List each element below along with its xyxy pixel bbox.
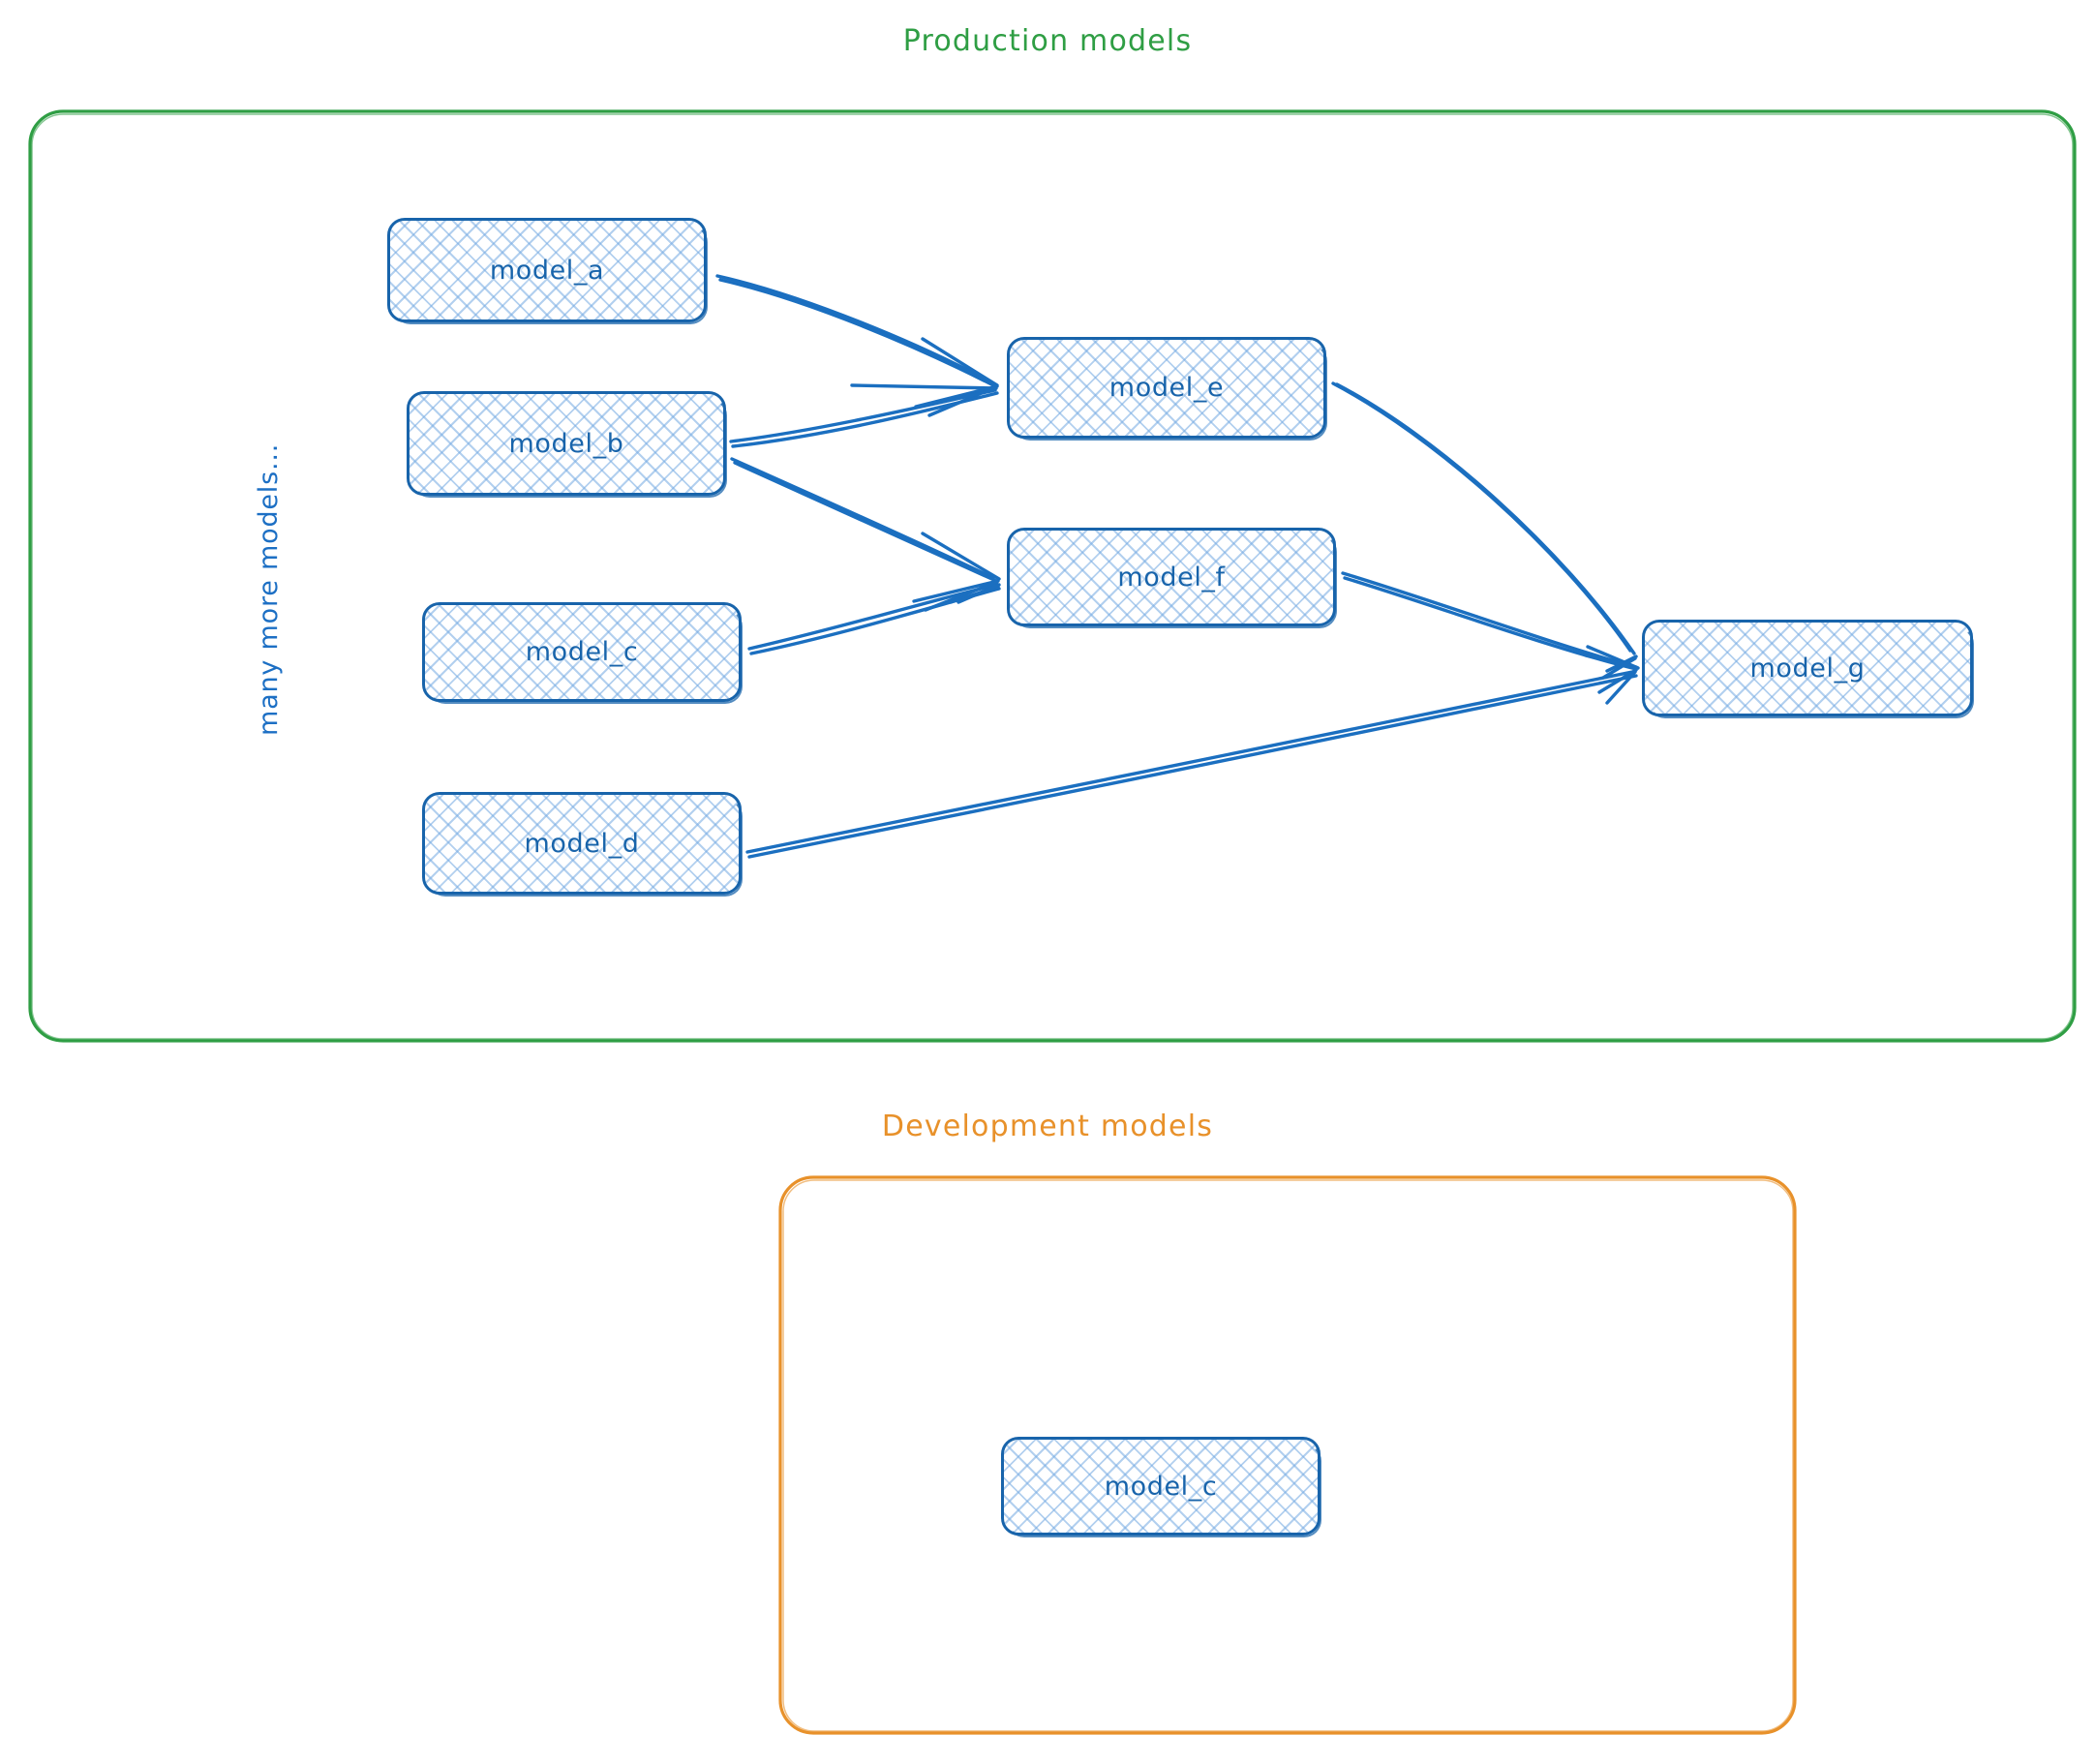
- node-label: model_d: [524, 828, 640, 859]
- node-model-d[interactable]: model_d: [422, 792, 743, 897]
- production-group-title: Production models: [902, 24, 1193, 58]
- node-model-f[interactable]: model_f: [1007, 528, 1337, 628]
- edge-model-b-to-model-e: [729, 383, 999, 448]
- node-label: model_g: [1749, 653, 1866, 684]
- node-model-c[interactable]: model_c: [422, 602, 743, 704]
- edge-model-b-to-model-f: [730, 457, 1001, 612]
- edge-model-c-to-model-f: [747, 583, 1001, 655]
- edge-model-d-to-model-g: [745, 670, 1638, 859]
- node-label: model_a: [489, 255, 605, 286]
- node-label: model_f: [1117, 562, 1226, 593]
- node-label: model_c: [525, 637, 639, 667]
- many-more-models-label: many more models...: [254, 442, 284, 736]
- production-group-border: [28, 109, 2077, 1043]
- node-label: model_b: [508, 428, 624, 459]
- node-model-g[interactable]: model_g: [1642, 620, 1974, 718]
- development-group-border: [778, 1175, 1797, 1735]
- node-model-c-dev[interactable]: model_c: [1001, 1437, 1321, 1537]
- node-label: model_c: [1104, 1471, 1218, 1502]
- node-model-a[interactable]: model_a: [387, 218, 708, 324]
- node-model-e[interactable]: model_e: [1007, 337, 1327, 441]
- node-model-b[interactable]: model_b: [407, 391, 727, 498]
- development-group-title: Development models: [881, 1110, 1214, 1143]
- edge-layer: [715, 274, 1640, 859]
- node-label: model_e: [1108, 373, 1225, 403]
- edge-model-a-to-model-e: [715, 274, 999, 417]
- edge-model-e-to-model-g: [1331, 381, 1638, 680]
- edge-model-f-to-model-g: [1341, 571, 1640, 705]
